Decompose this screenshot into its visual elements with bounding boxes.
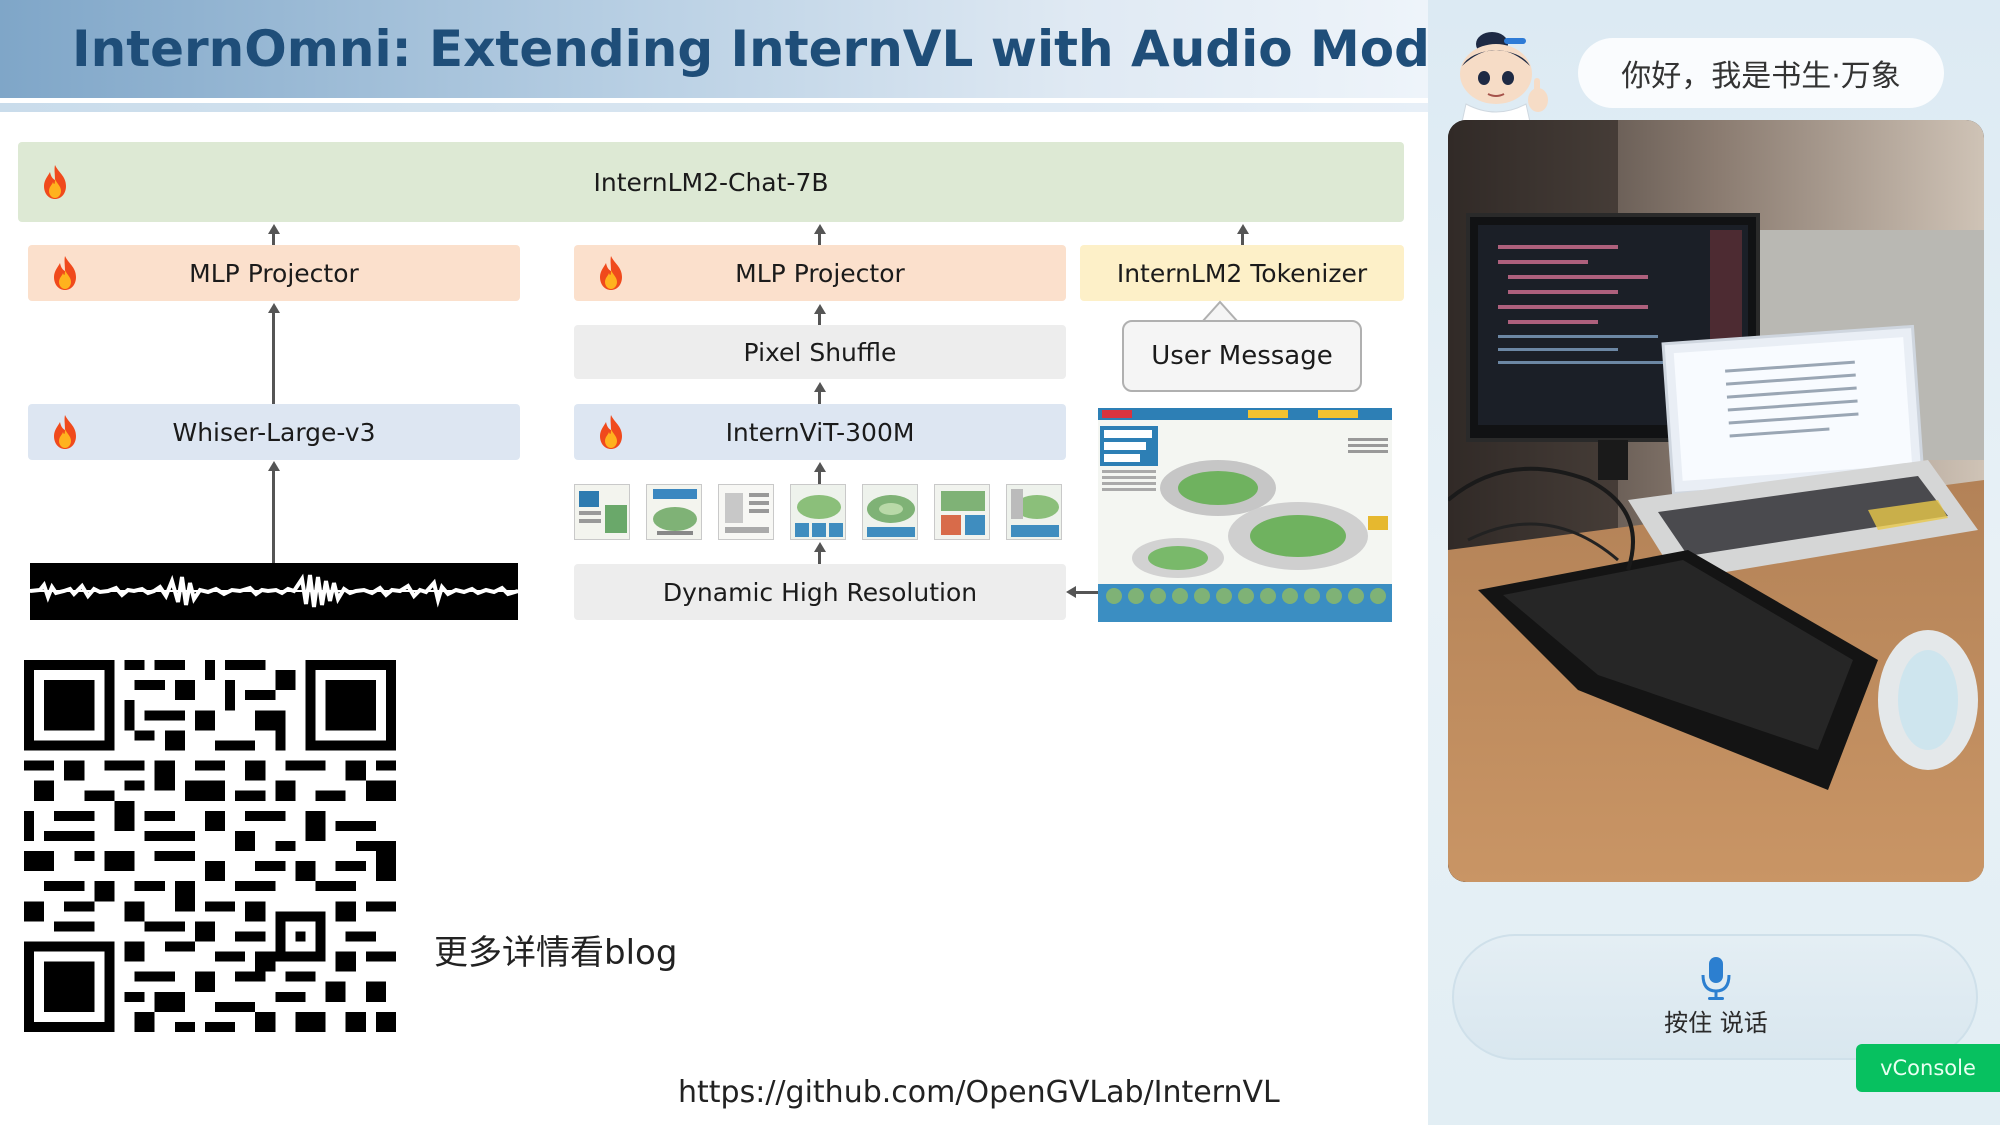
connector-line	[272, 232, 275, 245]
flame-icon	[54, 256, 76, 290]
blog-note: 更多详情看blog	[434, 933, 678, 973]
greeting-text: 你好，我是书生·万象	[1621, 59, 1901, 94]
vision-encoder-label: InternViT-300M	[725, 417, 915, 447]
image-tile	[862, 484, 918, 540]
pixel-shuffle-label: Pixel Shuffle	[743, 337, 897, 367]
tokenizer-label: InternLM2 Tokenizer	[1116, 258, 1368, 288]
flame-icon	[600, 256, 622, 290]
image-tile	[574, 484, 630, 540]
image-tile	[646, 484, 702, 540]
speech-bubble-tail	[1201, 300, 1239, 322]
connector-line	[818, 312, 821, 325]
camera-preview	[1448, 120, 1984, 882]
user-message-label: User Message	[1151, 341, 1333, 371]
vconsole-button[interactable]: vConsole	[1856, 1044, 2000, 1092]
connector-line	[818, 232, 821, 245]
image-tile	[934, 484, 990, 540]
title-underline	[0, 103, 1428, 112]
llm-label: InternLM2-Chat-7B	[593, 167, 829, 197]
arrow-up-icon	[1237, 224, 1249, 234]
connector-line	[272, 312, 275, 404]
github-url: https://github.com/OpenGVLab/InternVL	[678, 1075, 1280, 1110]
connector-line	[1076, 591, 1098, 594]
image-tile	[718, 484, 774, 540]
hold-to-talk-label[interactable]: 按住 说话	[1664, 1009, 1768, 1037]
arrow-up-icon	[814, 224, 826, 234]
mascot-avatar	[1460, 32, 1548, 122]
image-tile	[790, 484, 846, 540]
arrow-up-icon	[268, 461, 280, 471]
audio-encoder-block: Whiser-Large-v3	[28, 404, 520, 460]
audio-waveform	[30, 563, 518, 620]
vconsole-label: vConsole	[1880, 1056, 1976, 1080]
dynamic-high-resolution-block: Dynamic High Resolution	[574, 564, 1066, 620]
vision-mlp-projector-block: MLP Projector	[574, 245, 1066, 301]
flame-icon	[44, 165, 66, 199]
slide-title: InternOmni: Extending InternVL with Audi…	[72, 20, 1428, 78]
connector-line	[818, 550, 821, 564]
audio-encoder-label: Whiser-Large-v3	[172, 417, 376, 447]
arrow-up-icon	[814, 542, 826, 552]
title-bar	[0, 0, 1428, 98]
dynamic-high-resolution-label: Dynamic High Resolution	[662, 577, 978, 607]
arrow-up-icon	[814, 304, 826, 314]
flame-icon	[600, 415, 622, 449]
presentation-slide: InternOmni: Extending InternVL with Audi…	[0, 0, 1428, 1110]
tokenizer-block: InternLM2 Tokenizer	[1080, 245, 1404, 301]
connector-line	[818, 390, 821, 404]
arrow-up-icon	[268, 303, 280, 313]
audio-mlp-projector-label: MLP Projector	[189, 258, 359, 288]
pixel-shuffle-block: Pixel Shuffle	[574, 325, 1066, 379]
flame-icon	[54, 415, 76, 449]
vision-mlp-projector-label: MLP Projector	[735, 258, 905, 288]
arrow-up-icon	[814, 462, 826, 472]
llm-block: InternLM2-Chat-7B	[18, 142, 1404, 222]
connector-line	[1241, 232, 1244, 245]
arrow-up-icon	[268, 224, 280, 234]
microphone-icon[interactable]	[1700, 955, 1732, 1001]
vision-encoder-block: InternViT-300M	[574, 404, 1066, 460]
connector-line	[272, 470, 275, 563]
arrow-up-icon	[814, 382, 826, 392]
connector-line	[818, 470, 821, 484]
qr-code	[24, 660, 396, 1032]
arrow-left-icon	[1066, 586, 1076, 598]
image-tile	[1006, 484, 1062, 540]
example-infographic-image	[1098, 408, 1392, 622]
greeting-bubble: 你好，我是书生·万象	[1578, 38, 1944, 108]
audio-mlp-projector-block: MLP Projector	[28, 245, 520, 301]
user-message-bubble: User Message	[1122, 320, 1362, 392]
